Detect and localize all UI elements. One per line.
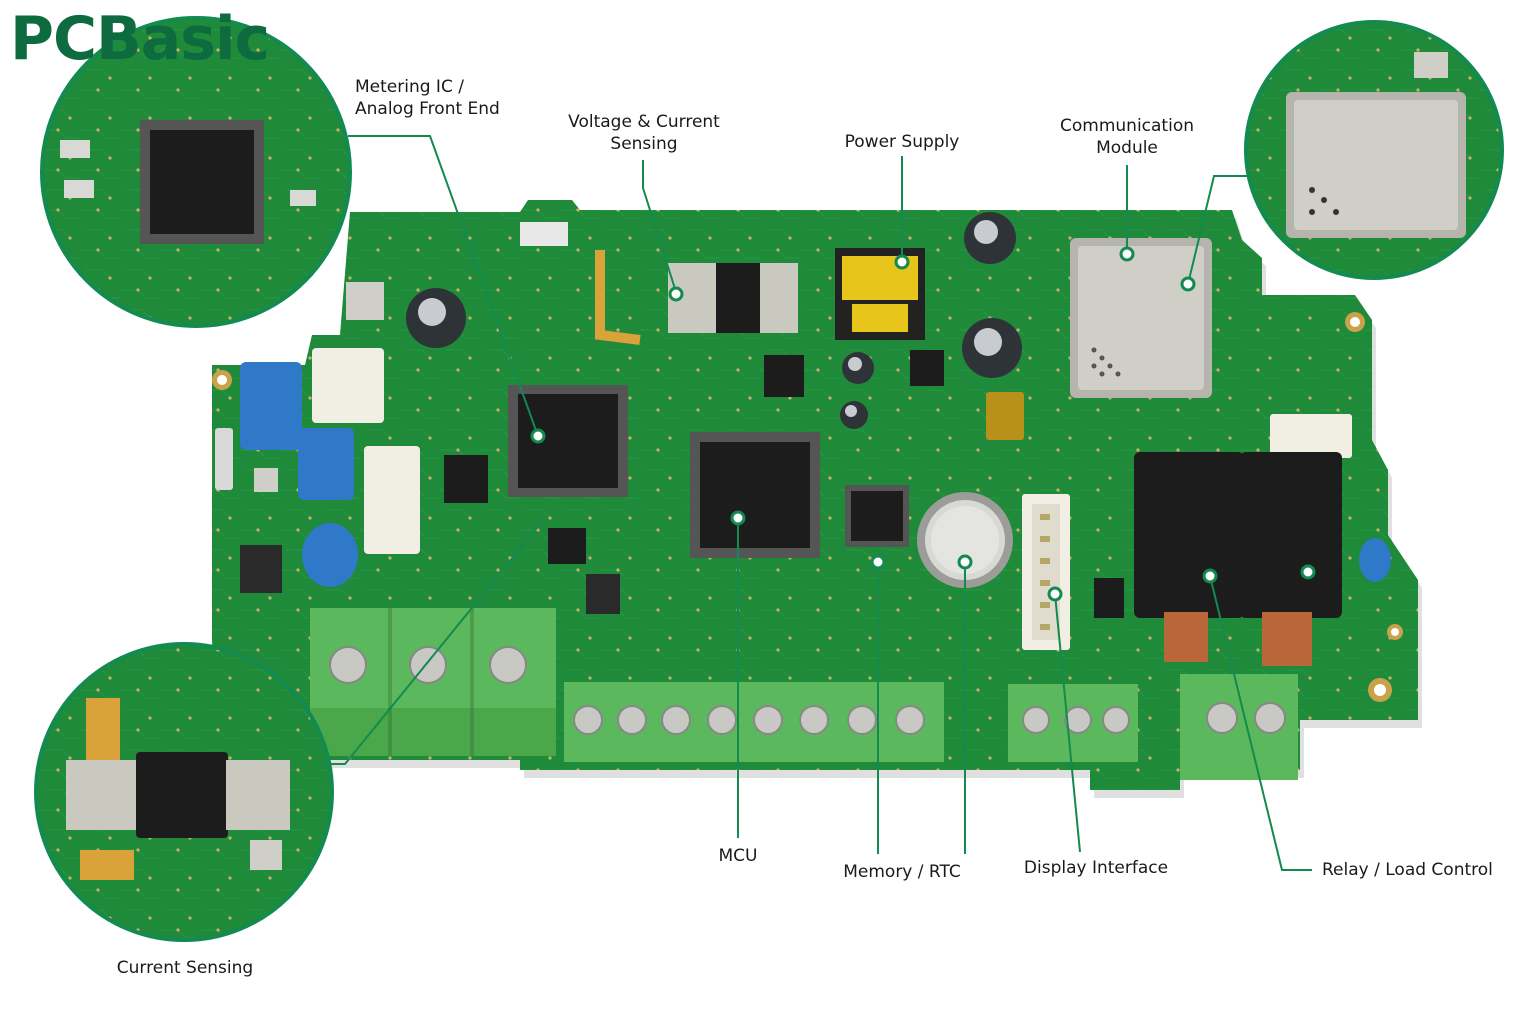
coin-cell-icon	[917, 492, 1013, 588]
display-connector	[1022, 414, 1352, 650]
label-communication-line1: Communication	[1060, 116, 1194, 136]
terminal-screw-icon	[329, 646, 1286, 735]
relay-icon	[1134, 452, 1391, 666]
electrolytic-capacitors	[406, 212, 1022, 429]
label-metering-ic-line1: Metering IC /	[355, 77, 464, 97]
brand-logo: PCBasic	[10, 4, 270, 74]
label-communication-line2: Module	[1096, 138, 1158, 158]
leader-voltage-sensing	[642, 160, 677, 293]
label-memory-rtc: Memory / RTC	[843, 862, 961, 882]
label-display-interface: Display Interface	[1023, 858, 1169, 878]
label-mcu: MCU	[718, 846, 758, 866]
inset-current-sensing	[34, 642, 334, 942]
input-filter-components	[215, 282, 420, 593]
power-transformer	[835, 248, 1024, 440]
label-voltage-current-line2: Sensing	[610, 134, 678, 154]
communication-module	[1070, 238, 1212, 398]
memory-chip	[444, 350, 1124, 618]
label-power-supply: Power Supply	[844, 132, 960, 152]
label-current-sensing: Current Sensing	[116, 958, 254, 978]
leader-display	[1054, 593, 1081, 853]
leader-communication-inset	[1187, 175, 1248, 285]
leader-dots	[530, 246, 1316, 602]
label-relay-load-control: Relay / Load Control	[1322, 860, 1493, 880]
label-metering-ic-line2: Analog Front End	[355, 99, 500, 119]
mounting-holes	[212, 312, 1403, 702]
leader-current-sensing	[320, 517, 546, 765]
label-communication-module: Communication Module	[1050, 115, 1204, 159]
leader-metering-ic	[348, 135, 539, 437]
label-voltage-current-sensing: Voltage & Current Sensing	[562, 111, 726, 155]
leader-lines	[320, 135, 1312, 871]
inset-metering-ic	[40, 16, 352, 328]
leader-relay	[1209, 575, 1312, 871]
mcu-chip	[690, 432, 820, 558]
label-voltage-current-line1: Voltage & Current	[568, 112, 720, 132]
inset-communication-module	[1244, 20, 1504, 280]
label-metering-ic: Metering IC / Analog Front End	[355, 76, 500, 120]
